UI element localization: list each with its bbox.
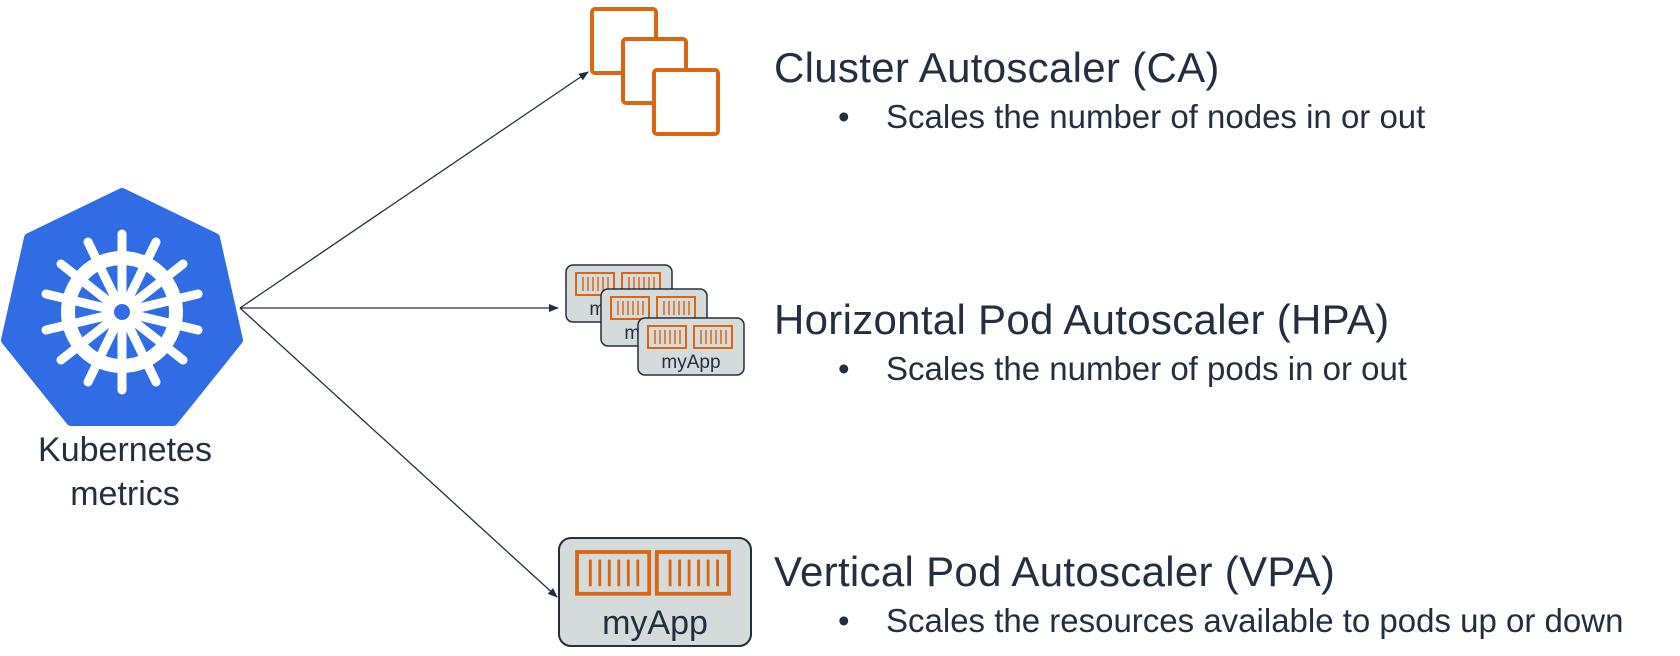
hpa-title: Horizontal Pod Autoscaler (HPA) xyxy=(774,296,1390,343)
hpa-bullet-text: Scales the number of pods in or out xyxy=(886,350,1407,387)
ca-bullet-text: Scales the number of nodes in or out xyxy=(886,98,1426,135)
bullet-dot: • xyxy=(838,98,850,135)
bullet-dot: • xyxy=(838,602,850,639)
vpa-bullet-text: Scales the resources available to pods u… xyxy=(886,602,1624,639)
kubernetes-helm-icon xyxy=(1,188,243,426)
hpa-bullet: • Scales the number of pods in or out xyxy=(838,350,1407,388)
arrow-to-ca xyxy=(239,71,589,309)
vpa-title: Vertical Pod Autoscaler (VPA) xyxy=(774,548,1336,595)
arrows xyxy=(239,71,589,598)
pod-label: myApp xyxy=(661,352,720,373)
vpa-bullet: • Scales the resources available to pods … xyxy=(838,602,1623,640)
multiple-pods-icon: myApp myApp myApp xyxy=(565,264,745,376)
source-label-line1: Kubernetes xyxy=(38,431,212,469)
bullet-dot: • xyxy=(838,350,850,387)
arrow-to-vpa xyxy=(239,307,558,598)
nodes-icon xyxy=(590,7,720,136)
single-pod-icon: myApp xyxy=(558,537,752,647)
source-label: Kubernetes metrics xyxy=(0,428,250,516)
source-label-line2: metrics xyxy=(70,475,180,513)
ca-bullet: • Scales the number of nodes in or out xyxy=(838,98,1425,136)
ca-title: Cluster Autoscaler (CA) xyxy=(774,44,1220,91)
pod-label: myApp xyxy=(602,604,708,642)
